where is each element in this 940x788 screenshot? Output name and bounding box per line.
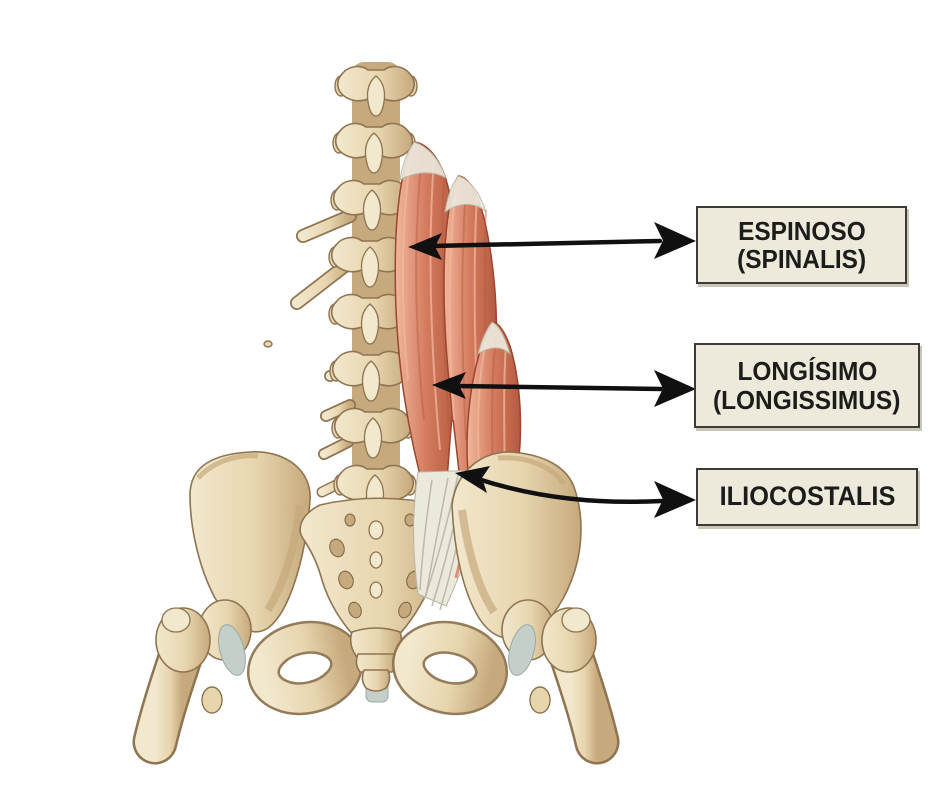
right-hip-bone (391, 451, 582, 716)
label-iliocostalis: ILIOCOSTALIS (696, 468, 918, 526)
left-hip-bone (189, 451, 364, 716)
arrow-to-spinalis (408, 222, 696, 260)
label-line-primary: ESPINOSO (737, 215, 866, 246)
left-femur (132, 607, 223, 765)
label-longisimo: LONGÍSIMO (LONGISSIMUS) (694, 343, 920, 428)
bone-fragment (263, 340, 273, 348)
right-femur (529, 607, 620, 765)
arrow-to-longissimus (432, 370, 696, 407)
muscle-spinalis (394, 141, 459, 506)
spine (263, 62, 418, 532)
label-line-secondary: (SPINALIS) (736, 244, 866, 274)
label-espinoso: ESPINOSO (SPINALIS) (696, 206, 907, 284)
coccyx (349, 627, 403, 692)
label-line-primary: ILIOCOSTALIS (719, 481, 895, 512)
right-hip-cartilage (508, 624, 536, 676)
label-line-primary: LONGÍSIMO (737, 356, 877, 387)
left-hip-cartilage (218, 624, 246, 676)
label-line-secondary: (LONGISSIMUS) (713, 384, 901, 415)
arrow-to-iliocostalis (455, 466, 696, 518)
